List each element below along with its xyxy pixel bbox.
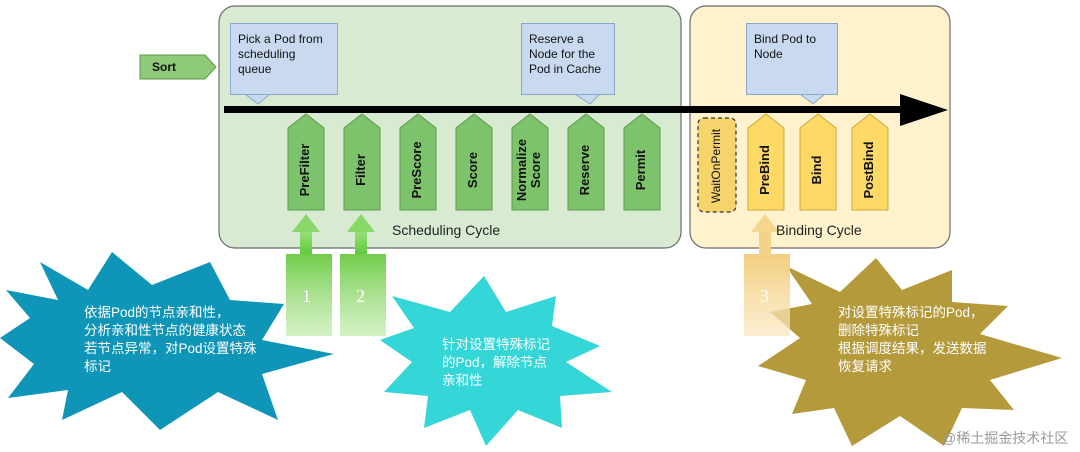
note2-line: 针对设置特殊标记 — [442, 337, 550, 352]
sort-arrow-shape — [139, 54, 217, 80]
callout-reserve-node: Reserve a Node for the Pod in Cache — [521, 23, 615, 95]
note3-burst-shape — [758, 258, 1062, 446]
note1-line: 依据Pod的节点亲和性， — [84, 305, 230, 320]
wait-on-permit-box — [697, 117, 737, 213]
watermark: @稀土掘金技术社区 — [942, 430, 1069, 446]
note3-line: 对设置特殊标记的Pod， — [838, 305, 984, 320]
scheduling-cycle-title: Scheduling Cycle — [392, 222, 501, 238]
plugin-normalize-score: Normalize Score — [514, 138, 543, 202]
note2-text: 针对设置特殊标记 的Pod，解除节点 亲和性 — [442, 336, 550, 390]
note3-line: 删除特殊标记 — [838, 323, 919, 338]
note1-burst-shape — [0, 252, 334, 430]
step-up-arrows — [292, 214, 375, 256]
sort-label: Sort — [152, 60, 176, 74]
note2-burst-shape — [380, 276, 612, 446]
step-3-number: 3 — [760, 286, 769, 306]
plugin-prescore: PreScore — [409, 141, 424, 199]
callout-bind-pod: Bind Pod to Node — [746, 23, 838, 95]
timeline-arrow-head — [900, 94, 948, 126]
binding-plugin-shapes — [747, 113, 889, 211]
plugin-bind: Bind — [809, 155, 824, 185]
step-2-box — [340, 254, 386, 336]
note3-line: 根据调度结果，发送数据 — [838, 341, 987, 356]
note1-line: 标记 — [84, 359, 111, 374]
plugin-postbind: PostBind — [861, 141, 876, 199]
note2-line: 亲和性 — [442, 373, 483, 388]
plugin-prebind: PreBind — [757, 145, 772, 195]
plugin-filter: Filter — [353, 154, 368, 186]
note1-line: 若节点异常，对Pod设置特殊 — [84, 341, 257, 356]
step-2-number: 2 — [356, 286, 365, 306]
callout-pick-pod: Pick a Pod from scheduling queue — [230, 23, 338, 95]
binding-cycle-title: Binding Cycle — [776, 222, 862, 238]
step-1-number: 1 — [302, 286, 311, 306]
wait-on-permit-label: WaitOnPermit — [709, 128, 723, 204]
plugin-prefilter: PreFilter — [297, 143, 312, 197]
timeline-arrow-shaft — [224, 106, 914, 113]
plugin-score: Score — [465, 151, 480, 189]
note3-text: 对设置特殊标记的Pod， 删除特殊标记 根据调度结果，发送数据 恢复请求 — [838, 304, 987, 376]
step-1-box — [286, 254, 332, 336]
note3-line: 恢复请求 — [838, 359, 892, 374]
plugin-permit: Permit — [633, 149, 648, 191]
note1-text: 依据Pod的节点亲和性， 分析亲和性节点的健康状态 若节点异常，对Pod设置特殊… — [84, 304, 257, 376]
plugin-reserve: Reserve — [577, 144, 592, 196]
scheduling-plugin-shapes — [287, 113, 661, 211]
step-3-box — [744, 254, 790, 336]
note1-line: 分析亲和性节点的健康状态 — [84, 323, 246, 338]
note2-line: 的Pod，解除节点 — [442, 355, 548, 370]
